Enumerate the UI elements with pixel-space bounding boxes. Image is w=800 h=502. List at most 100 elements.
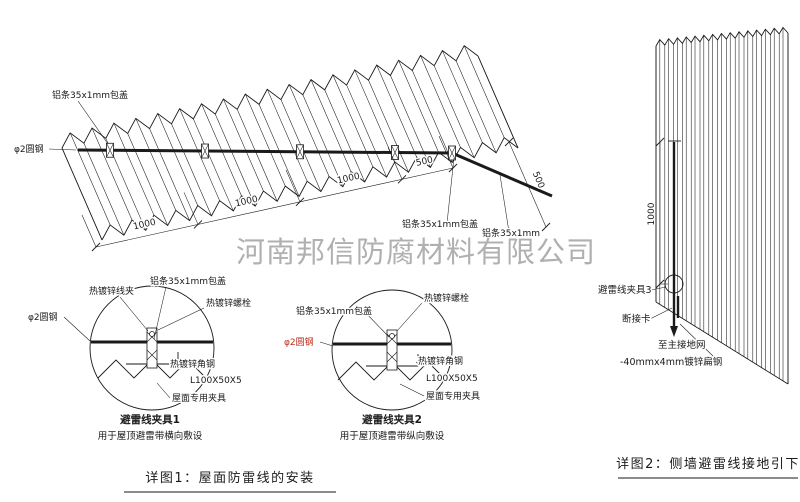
roof-rib-line	[83, 143, 125, 236]
clamp-hatch	[386, 351, 398, 363]
detail1-subtitle: 用于屋顶避雷带横向敷设	[98, 430, 203, 442]
label-round-steel: φ2圆钢	[28, 311, 58, 323]
roof-rib-line	[412, 70, 453, 163]
roof-rib-line	[193, 118, 234, 212]
detail-circle	[331, 289, 453, 411]
roof-rib-line	[368, 80, 409, 173]
clamp-hatch	[386, 333, 398, 345]
roof-rib-line	[288, 84, 330, 177]
roof-rib-line	[91, 127, 133, 221]
detail-view-clamp1: 热镀锌线夹 铝条35x1mm包盖 热镀锌螺栓 φ2圆钢 热镀锌角钢 L100X5…	[27, 274, 253, 443]
roof-rib-line	[223, 98, 264, 192]
label-roof-clamp: 屋面专用夹具	[426, 390, 480, 402]
label-round-steel-red: φ2圆钢	[284, 336, 314, 348]
detail-circle	[89, 285, 215, 411]
label-round-steel: φ2圆钢	[14, 143, 44, 155]
roof-rib-line	[69, 132, 111, 225]
label-angle-size: L100X50X5	[190, 376, 242, 386]
roof-rib-line	[179, 108, 220, 201]
roof-rib-line	[433, 65, 475, 158]
label-bolt: 热镀锌螺栓	[206, 297, 251, 309]
roof-rib-line	[157, 113, 198, 206]
label-aluminum-cover: 铝条35x1mm包盖	[150, 275, 226, 287]
roof-rib-line	[463, 45, 505, 138]
wire-clamp-hatch	[391, 145, 399, 160]
roof-rib-line	[236, 109, 278, 202]
leader-line	[679, 323, 715, 358]
leader-line	[119, 296, 149, 332]
leader-line	[63, 316, 91, 342]
detail2-title: 避雷线夹具2	[361, 413, 422, 426]
leader-line	[499, 174, 510, 233]
figure-captions: 详图1：屋面防雷线的安装 详图2：侧墙避雷线接地引下	[124, 456, 800, 493]
label-roof-clamp: 屋面专用夹具	[172, 392, 226, 404]
roof-rib-line	[455, 60, 497, 153]
roof-rib-line	[113, 123, 155, 216]
roof-rib-line	[346, 84, 387, 178]
roof-rib-line	[171, 123, 212, 216]
dimension-extension-line	[438, 135, 454, 169]
label-wire-clamp: 热镀锌线夹	[89, 285, 134, 297]
dim-500-a: 500	[415, 155, 434, 169]
roof-rib-line	[354, 69, 396, 163]
roof-rib-line	[215, 113, 256, 207]
roof-isometric-view: 铝条35x1mm包盖 φ2圆钢 铝条35x1mm包盖 铝条35x1mm	[13, 45, 553, 241]
dim-1000-c: 1000	[336, 172, 361, 187]
leader-line	[48, 148, 77, 151]
bolt-head	[389, 333, 395, 339]
lightning-wire	[77, 148, 553, 198]
detail2-subtitle: 用于屋顶避雷带纵向敷设	[340, 430, 445, 442]
leader-line	[649, 307, 673, 320]
wire-clamp-hatch	[296, 144, 304, 159]
dim-1000-a: 1000	[132, 218, 157, 233]
leader-line	[363, 310, 390, 338]
wire-clamps	[106, 142, 456, 161]
roof-ridge-profile	[61, 45, 479, 149]
label-aluminum-cover: 铝条35x1mm包盖	[296, 305, 372, 317]
clamp-plate	[146, 327, 158, 369]
label-to-ground: 至主接地网	[658, 339, 706, 351]
dimension-tick	[655, 137, 665, 147]
dim-1000-wall: 1000	[647, 202, 657, 225]
roof-rib-line	[420, 55, 461, 148]
leader-line	[650, 286, 667, 291]
label-clamp3: 避雷线夹具3	[598, 284, 652, 296]
detail1-title: 避雷线夹具1	[119, 413, 180, 426]
leader-line	[156, 382, 171, 399]
caption-figure1: 详图1：屋面防雷线的安装	[145, 470, 314, 486]
roof-eave-profile	[101, 137, 519, 241]
dimension-extension-line	[387, 147, 403, 180]
leader-line	[77, 100, 109, 145]
roof-rib-line	[266, 89, 308, 182]
dimension-chain	[81, 135, 458, 252]
roof-rib-line	[127, 133, 168, 226]
clamp-hatch	[146, 349, 158, 361]
dimension-annotations: 1000 1000 1000 500 500	[81, 135, 551, 252]
dimension-extension-line	[285, 169, 301, 202]
leader-line	[446, 157, 455, 224]
dimension-line-slope	[508, 141, 547, 228]
dimension-tick	[541, 222, 551, 232]
roof-rib-line	[302, 94, 344, 187]
roof-rib-line	[324, 89, 365, 183]
dimension-line	[95, 167, 454, 248]
label-aluminum-cover-top: 铝条35x1mm包盖	[52, 89, 128, 101]
angle-steel	[126, 352, 179, 365]
label-flat-steel: -40mmx4mm镀锌扁钢	[620, 356, 722, 368]
roof-rib-line	[135, 118, 177, 211]
roof-corrugation-lines	[61, 45, 519, 241]
roof-rib-line	[442, 50, 483, 143]
caption-figure2: 详图2：侧墙避雷线接地引下	[616, 456, 800, 472]
roof-rib-line	[310, 79, 352, 172]
leader-line	[396, 302, 423, 332]
label-angle-size: L100X50X5	[426, 374, 478, 384]
leader-line	[167, 361, 179, 365]
wire-clamp-hatch	[106, 143, 114, 158]
wire-clamp-hatch	[201, 143, 209, 159]
leader-line	[153, 286, 167, 340]
leader-line	[157, 307, 205, 331]
dim-1000-b: 1000	[234, 195, 259, 210]
label-bolt: 热镀锌螺栓	[424, 292, 469, 304]
